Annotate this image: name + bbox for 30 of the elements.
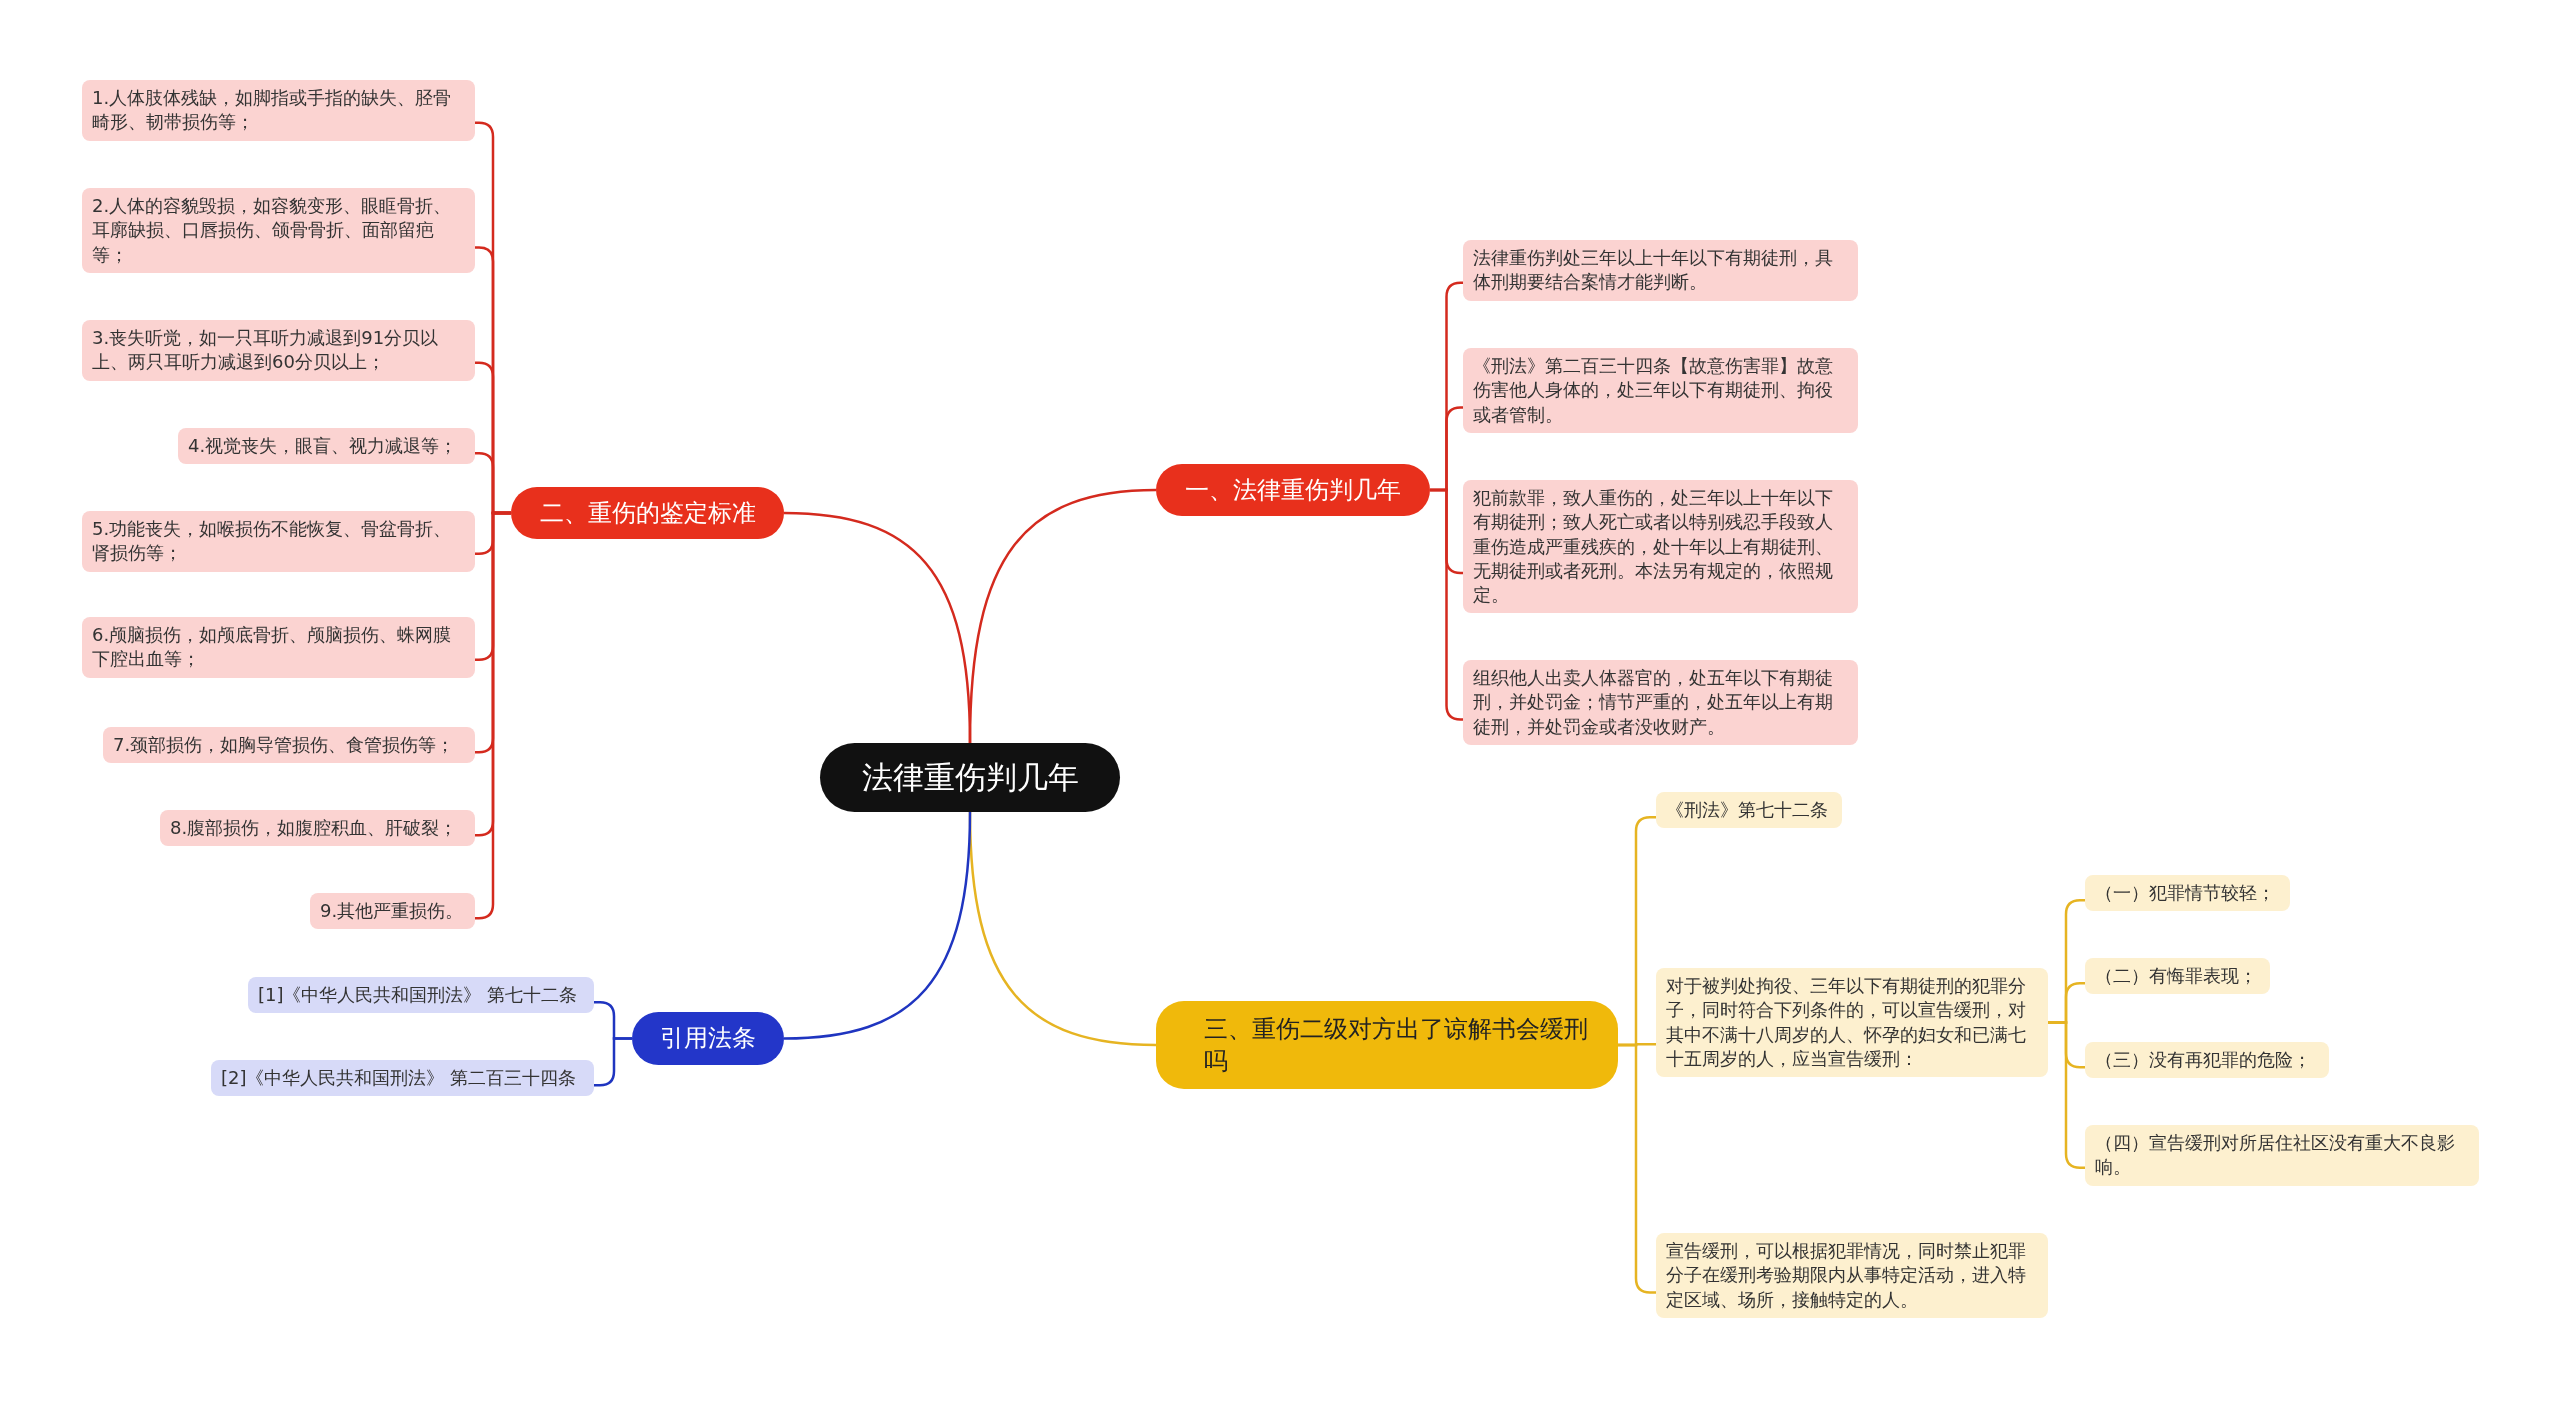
leaf-box: 4.视觉丧失，眼盲、视力减退等； — [178, 428, 475, 465]
leaf-box: 法律重伤判处三年以上十年以下有期徒刑，具体刑期要结合案情才能判断。 — [1463, 240, 1858, 301]
leaf-box: 犯前款罪，致人重伤的，处三年以上十年以下有期徒刑；致人死亡或者以特别残忍手段致人重伤造成严重残疾的，处十年以上有期徒刑、无期徒刑或者死刑。本法另有规定的，依照规定。 — [1463, 480, 1858, 614]
leaf-box: （四）宣告缓刑对所居住社区没有重大不良影响。 — [2085, 1125, 2479, 1186]
leaf-box: 5.功能丧失，如喉损伤不能恢复、骨盆骨折、肾损伤等； — [82, 511, 475, 572]
leaf-box: 组织他人出卖人体器官的，处五年以下有期徒刑，并处罚金；情节严重的，处五年以上有期徒刑，并处罚金或者没收财产。 — [1463, 660, 1858, 745]
leaf-box: [2]《中华人民共和国刑法》 第二百三十四条 — [211, 1060, 594, 1097]
branch-topic: 二、重伤的鉴定标准 — [511, 487, 784, 539]
leaf-box: （三）没有再犯罪的危险； — [2085, 1042, 2329, 1079]
central-topic: 法律重伤判几年 — [820, 743, 1120, 812]
leaf-box: 对于被判处拘役、三年以下有期徒刑的犯罪分子，同时符合下列条件的，可以宣告缓刑，对其中不满十八周岁的人、怀孕的妇女和已满七十五周岁的人，应当宣告缓刑： — [1656, 968, 2048, 1078]
leaf-box: 8.腹部损伤，如腹腔积血、肝破裂； — [160, 810, 475, 847]
branch-topic: 一、法律重伤判几年 — [1156, 464, 1430, 516]
leaf-box: 《刑法》第七十二条 — [1656, 792, 1842, 829]
leaf-box: 7.颈部损伤，如胸导管损伤、食管损伤等； — [103, 727, 475, 764]
leaf-box: 6.颅脑损伤，如颅底骨折、颅脑损伤、蛛网膜下腔出血等； — [82, 617, 475, 678]
leaf-box: 1.人体肢体残缺，如脚指或手指的缺失、胫骨畸形、韧带损伤等； — [82, 80, 475, 141]
leaf-box: 3.丧失听觉，如一只耳听力减退到91分贝以上、两只耳听力减退到60分贝以上； — [82, 320, 475, 381]
connector — [783, 811, 972, 1040]
leaf-box: 《刑法》第二百三十四条【故意伤害罪】故意伤害他人身体的，处三年以下有期徒刑、拘役或者管制。 — [1463, 348, 1858, 433]
leaf-box: （一）犯罪情节较轻； — [2085, 875, 2290, 912]
connector — [783, 511, 972, 744]
branch-topic: 三、重伤二级对方出了谅解书会缓刑吗 — [1156, 1001, 1618, 1089]
leaf-box: 2.人体的容貌毁损，如容貌变形、眼眶骨折、耳廓缺损、口唇损伤、颌骨骨折、面部留疤等； — [82, 188, 475, 273]
leaf-box: [1]《中华人民共和国刑法》 第七十二条 — [248, 977, 594, 1014]
leaf-box: 9.其他严重损伤。 — [310, 893, 475, 930]
leaf-box: （二）有悔罪表现； — [2085, 958, 2270, 995]
connector — [594, 1037, 632, 1087]
leaf-box: 宣告缓刑，可以根据犯罪情况，同时禁止犯罪分子在缓刑考验期限内从事特定活动，进入特定区域、场所，接触特定的人。 — [1656, 1233, 2048, 1318]
branch-topic: 引用法条 — [632, 1012, 784, 1065]
